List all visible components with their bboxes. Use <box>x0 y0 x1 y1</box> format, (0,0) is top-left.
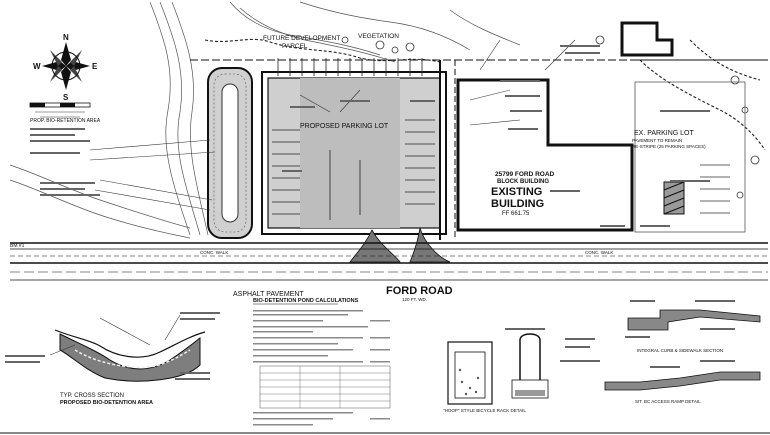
parking-stall-lines <box>272 58 435 220</box>
parking-hatch <box>663 181 685 215</box>
cross-section-subtitle: PROPOSED BIO-DETENTION AREA <box>60 400 153 406</box>
cross-section-title: TYP. CROSS SECTION <box>60 393 124 399</box>
finish-floor-label: FF 661.75 <box>502 211 530 217</box>
topographic-contours <box>9 1 521 239</box>
bio-area-label: PROP. BIO-RETENTION AREA <box>30 118 101 124</box>
bicycle-rack-detail <box>447 328 600 405</box>
cross-section-detail <box>5 312 220 382</box>
scale-bar <box>29 102 91 118</box>
property-lines <box>190 59 768 240</box>
road-width-label: 120 FT. WD. <box>402 297 427 302</box>
east-label: E <box>92 62 98 71</box>
west-label: W <box>33 62 41 71</box>
access-ramp-title: SIT. BC ACCESS RAMP DETAIL <box>635 399 701 404</box>
building-address-label: 25799 FORD ROAD <box>495 171 555 178</box>
proposed-parking-lot <box>261 71 447 235</box>
building-label: BUILDING <box>491 198 544 210</box>
ford-road <box>10 242 768 281</box>
north-label: N <box>63 33 69 42</box>
future-development-label: FUTURE DEVELOPMENT <box>263 35 340 42</box>
vegetation-symbols <box>341 35 760 199</box>
conc-walk-left-label: CONC. WALK <box>200 250 228 255</box>
calc-title: BIO-DETENTION POND CALCULATIONS <box>253 298 359 304</box>
conc-walk-right-label: CONC. WALK <box>585 250 613 255</box>
asphalt-label: ASPHALT PAVEMENT <box>233 291 304 298</box>
ex-parking-note2: RE-STRIPE (25 PARKING SPACES) <box>632 144 706 149</box>
south-label: S <box>63 93 69 102</box>
annotation-text-blocks <box>30 45 710 227</box>
existing-parking-lot <box>634 81 746 233</box>
ex-parking-label: EX. PARKING LOT <box>634 130 694 137</box>
callout-leaders <box>89 39 576 211</box>
curb-sidewalk-detail <box>625 300 761 338</box>
ex-parking-note1: PAVEMENT TO REMAIN <box>632 138 682 143</box>
vegetation-label: VEGETATION <box>358 33 399 40</box>
existing-shed-outline <box>620 21 674 57</box>
access-ramp-detail <box>604 360 761 391</box>
north-arrow-icon: N S E W <box>33 33 98 102</box>
curb-section-title: INTEGRAL CURB & SIDEWALK SECTION <box>637 348 723 353</box>
bicycle-rack-title: "HOOP" STYLE BICYCLE RACK DETAIL <box>443 408 526 413</box>
road-name-label: FORD ROAD <box>386 285 453 297</box>
benchmark-label: BM #1 <box>10 243 25 249</box>
existing-label: EXISTING <box>491 186 542 198</box>
block-building-label: BLOCK BUILDING <box>497 179 549 185</box>
proposed-parking-label: PROPOSED PARKING LOT <box>300 123 389 130</box>
tree-line <box>204 38 766 151</box>
parcel-label: PARCEL <box>282 43 308 50</box>
existing-building <box>456 78 634 232</box>
bio-detention-calculations: BIO-DETENTION POND CALCULATIONS <box>253 298 391 426</box>
bio-retention-area <box>207 67 253 239</box>
